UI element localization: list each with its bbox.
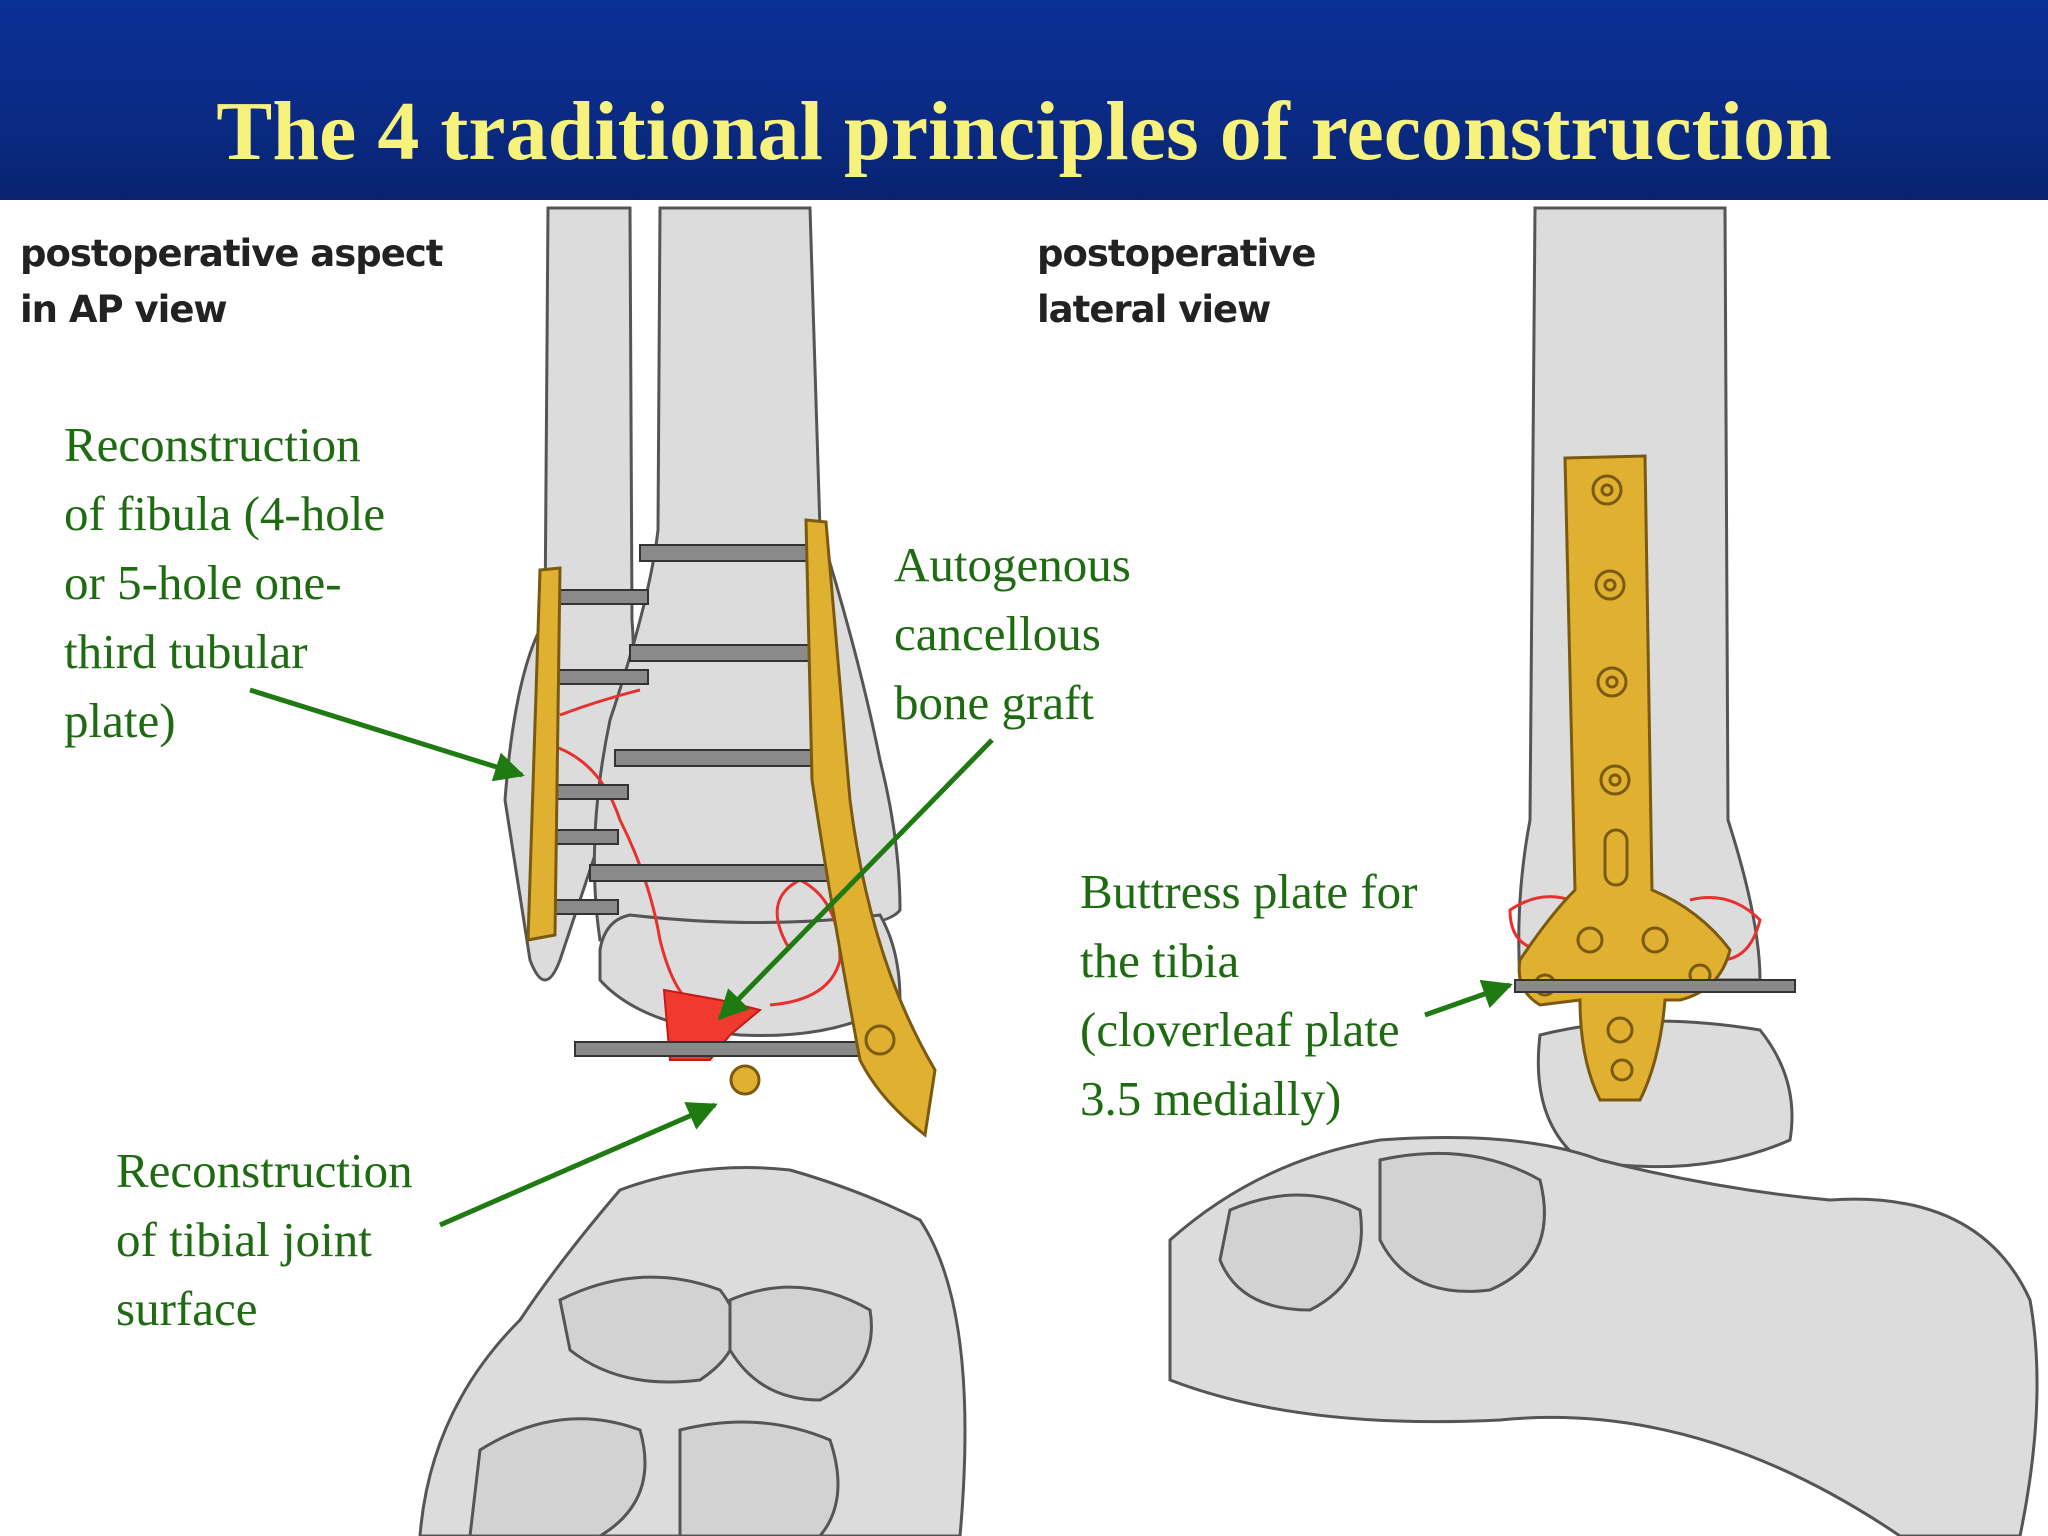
annotation-line: Buttress plate for [1080, 864, 1418, 919]
annotation-line: Autogenous [894, 537, 1131, 592]
slide-title: The 4 traditional principles of reconstr… [216, 85, 1832, 178]
annotation-line: surface [116, 1281, 258, 1336]
annotation-line: the tibia [1080, 933, 1240, 988]
ankle-reconstruction-illustration [249, 206, 2039, 1536]
arrow-fibula [249, 687, 525, 782]
annotation-line: 3.5 medially) [1080, 1071, 1342, 1126]
annotation-line: third tubular [64, 624, 308, 679]
ap-view-label-line: in AP view [20, 288, 228, 331]
annotation-line: Reconstruction [64, 417, 361, 472]
title-bar: The 4 traditional principles of reconstr… [0, 0, 2048, 200]
annotation-line: or 5-hole one- [64, 555, 342, 610]
medial-tibial-plate [804, 518, 937, 1138]
annotation-graft: Autogenous cancellous bone graft [894, 530, 1131, 737]
annotation-line: plate) [64, 693, 176, 748]
annotation-fibula: Reconstruction of fibula (4-hole or 5-ho… [64, 410, 385, 755]
illustration-area: postoperative aspect in AP view postoper… [0, 200, 2048, 1536]
annotation-joint: Reconstruction of tibial joint surface [116, 1136, 413, 1343]
ap-view-label-line: postoperative aspect [20, 232, 443, 275]
lateral-view-label-line: postoperative [1037, 232, 1316, 275]
annotation-line: Reconstruction [116, 1143, 413, 1198]
annotation-line: cancellous [894, 606, 1101, 661]
cloverleaf-plate [1517, 454, 1732, 1102]
screws-ap [547, 544, 876, 1057]
annotation-line: bone graft [894, 675, 1094, 730]
annotation-line: of tibial joint [116, 1212, 372, 1267]
ap-view-label: postoperative aspect in AP view [20, 226, 443, 338]
arrow-joint [439, 1102, 718, 1228]
plate-holes [1533, 474, 1712, 1082]
fibular-plate [526, 566, 562, 942]
lateral-view-label-line: lateral view [1037, 288, 1271, 331]
annotation-buttress: Buttress plate for the tibia (cloverleaf… [1080, 857, 1417, 1133]
annotation-line: of fibula (4-hole [64, 486, 386, 541]
annotation-line: (cloverleaf plate [1080, 1002, 1400, 1057]
lateral-view-label: postoperative lateral view [1037, 226, 1316, 338]
annotation-arrows [249, 687, 1513, 1228]
joint-screw-head [729, 1064, 761, 1096]
talus-lateral [1536, 1019, 1794, 1169]
arrow-graft [717, 738, 994, 1021]
arrow-buttress [1424, 979, 1513, 1018]
lateral-screw [1514, 979, 1796, 993]
